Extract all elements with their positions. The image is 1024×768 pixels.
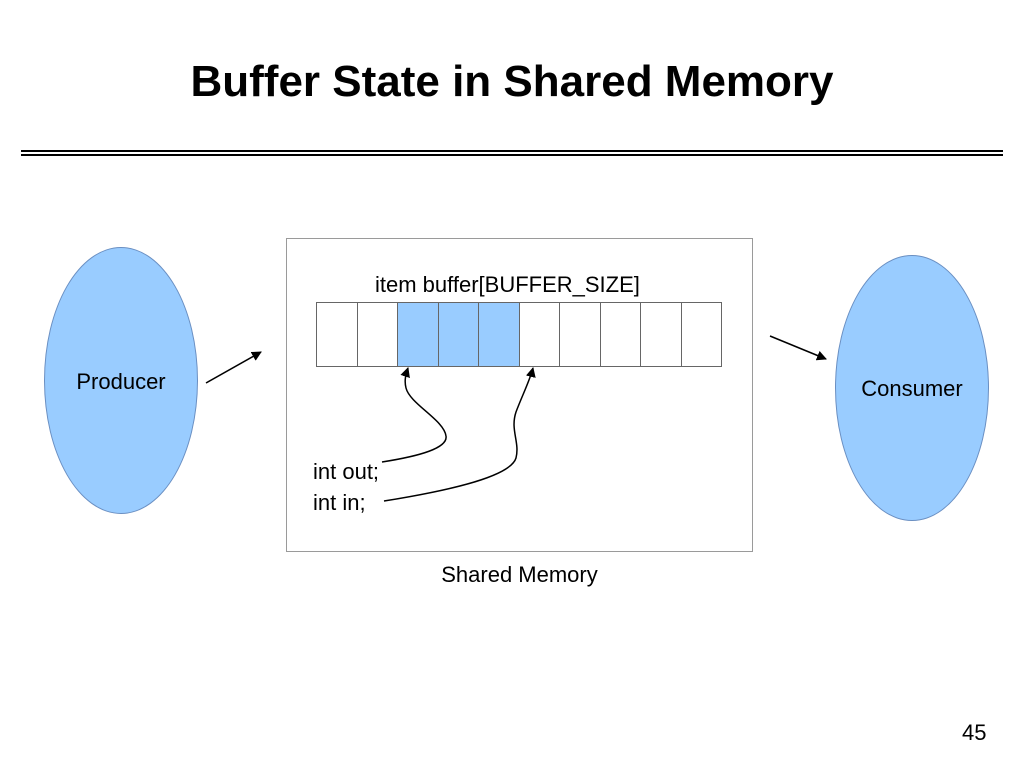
consumer-ellipse [835, 255, 989, 521]
out-pointer-arrow [381, 367, 447, 463]
buffer-cell-empty [680, 302, 722, 367]
buffer-cell-filled [478, 302, 520, 367]
producer-ellipse [44, 247, 198, 514]
buffer-declaration-label: item buffer[BUFFER_SIZE] [375, 272, 640, 297]
shared-memory-box [286, 238, 753, 552]
in-pointer-arrow [383, 367, 536, 502]
slide-number: 45 [962, 720, 987, 745]
buffer-cell-empty [559, 302, 601, 367]
buffer-cell-empty [518, 302, 560, 367]
title-rule-lower [21, 154, 1003, 156]
consumer-label: Consumer [861, 376, 963, 401]
buffer-cell-empty [316, 302, 358, 367]
title-rule-upper [21, 150, 1003, 152]
out-pointer-label: int out; [313, 459, 380, 484]
memory-to-consumer-arrow [769, 335, 827, 361]
shared-memory-caption: Shared Memory [441, 562, 598, 587]
buffer-array [316, 302, 722, 367]
slide-title: Buffer State in Shared Memory [190, 57, 834, 106]
producer-to-memory-arrow [205, 351, 262, 384]
buffer-cell-empty [599, 302, 641, 367]
in-pointer-label: int in; [313, 490, 366, 515]
producer-label: Producer [76, 369, 166, 394]
